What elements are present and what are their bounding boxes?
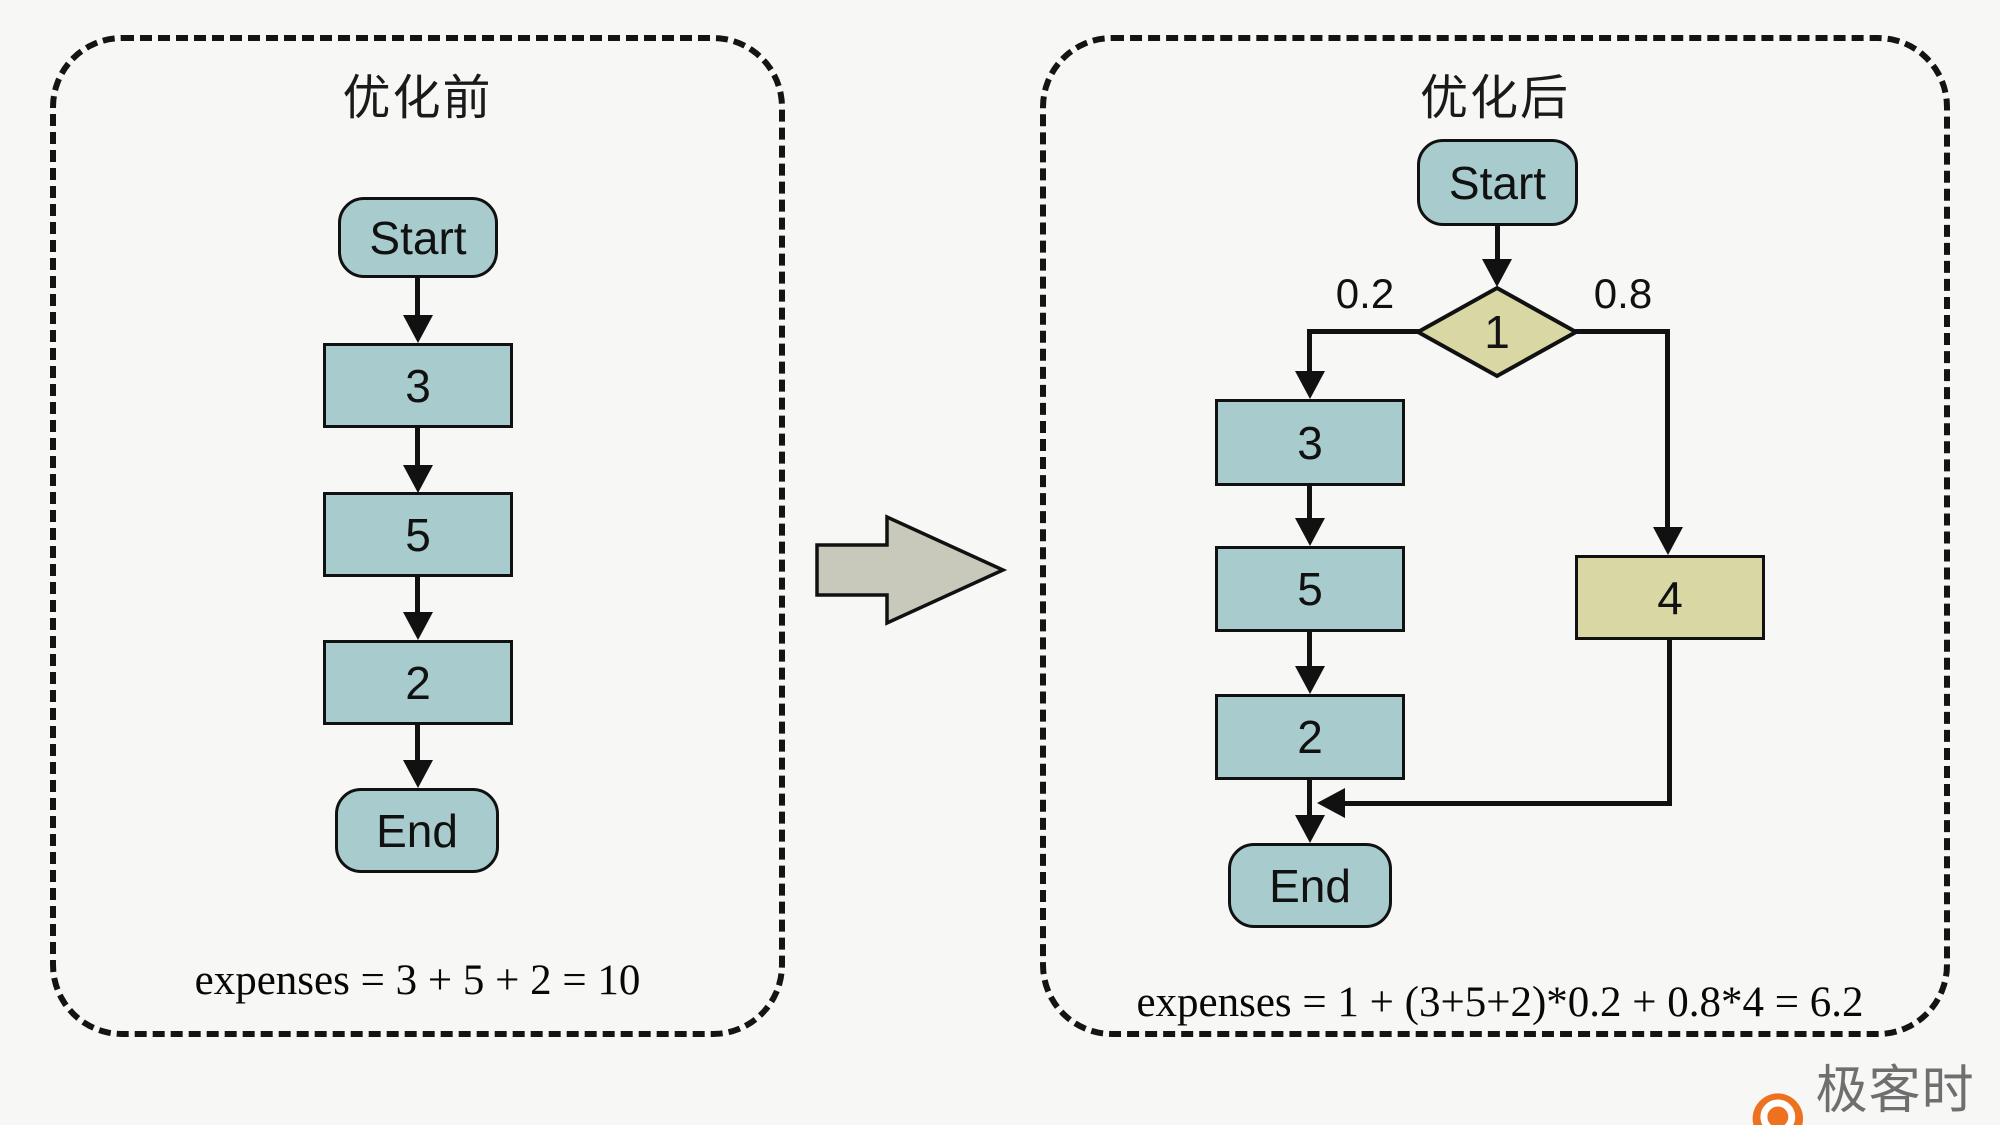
- after-arrowhead-decision-3: [1295, 371, 1325, 399]
- before-step-5-label: 5: [405, 508, 431, 561]
- before-step-2-label: 2: [405, 656, 431, 709]
- after-arrowhead-5-2: [1295, 666, 1325, 694]
- after-arrowhead-decision-4: [1653, 527, 1683, 555]
- after-expenses-formula: expenses = 1 + (3+5+2)*0.2 + 0.8*4 = 6.2: [1136, 979, 1864, 1026]
- after-step-2-label: 2: [1297, 711, 1323, 763]
- after-step-4-label: 4: [1657, 571, 1683, 624]
- before-start-node: Start: [338, 197, 498, 278]
- before-step-3-label: 3: [405, 359, 431, 412]
- after-step-3-label: 3: [1297, 416, 1323, 469]
- before-arrowhead-start-3: [403, 315, 433, 343]
- before-connector-start-3: [415, 278, 420, 320]
- after-connector-4-join-h: [1345, 801, 1670, 806]
- before-connector-3-5: [415, 428, 420, 470]
- after-arrowhead-start-decision: [1482, 259, 1512, 287]
- after-start-label: Start: [1448, 156, 1547, 209]
- after-connector-2-end: [1307, 780, 1312, 820]
- geektime-logo: 极客时间: [1750, 1048, 2000, 1125]
- after-decision-diamond: [1412, 282, 1582, 382]
- after-connector-decision-right-v: [1665, 329, 1670, 529]
- geektime-logo-icon: [1752, 1093, 1804, 1125]
- before-step-5-node: 5: [323, 492, 513, 577]
- after-connector-decision-left-v: [1307, 329, 1312, 373]
- after-start-node: Start: [1417, 139, 1578, 226]
- before-arrowhead-2-end: [403, 760, 433, 788]
- after-end-label: End: [1269, 859, 1351, 912]
- after-connector-decision-left-h: [1307, 329, 1422, 334]
- after-connector-4-join-v: [1667, 640, 1672, 806]
- panel-before: [50, 35, 785, 1037]
- after-connector-start-decision: [1495, 226, 1500, 262]
- after-step-5-label: 5: [1297, 563, 1323, 615]
- panel-after-title: 优化后: [1419, 72, 1570, 125]
- before-arrowhead-5-2: [403, 612, 433, 640]
- panel-after: [1040, 35, 1950, 1037]
- before-start-label: Start: [369, 211, 467, 264]
- before-end-node: End: [335, 788, 499, 873]
- panel-before-title: 优化前: [342, 72, 493, 125]
- before-arrowhead-3-5: [403, 465, 433, 493]
- before-connector-5-2: [415, 577, 420, 618]
- after-step-3-node: 3: [1215, 399, 1405, 486]
- after-end-node: End: [1228, 843, 1392, 928]
- after-step-2-node: 2: [1215, 694, 1405, 780]
- after-branch-label-right: 0.8: [1593, 270, 1653, 317]
- after-decision-label: 1: [1484, 306, 1510, 358]
- before-expenses-formula: expenses = 3 + 5 + 2 = 10: [194, 957, 641, 1004]
- transform-arrow-icon: [815, 514, 1008, 626]
- after-arrowhead-4-join: [1317, 788, 1345, 818]
- before-end-label: End: [376, 804, 458, 857]
- after-connector-3-5: [1307, 486, 1312, 520]
- before-step-3-node: 3: [323, 343, 513, 428]
- after-branch-label-left: 0.2: [1335, 270, 1395, 317]
- after-connector-5-2: [1307, 632, 1312, 668]
- after-step-4-node: 4: [1575, 555, 1765, 640]
- after-step-5-node: 5: [1215, 546, 1405, 632]
- geektime-logo-text: 极客时间: [1815, 1062, 1975, 1120]
- after-connector-decision-right-h: [1575, 329, 1670, 334]
- before-connector-2-end: [415, 725, 420, 765]
- after-arrowhead-3-5: [1295, 518, 1325, 546]
- before-step-2-node: 2: [323, 640, 513, 725]
- after-arrowhead-2-end: [1295, 815, 1325, 843]
